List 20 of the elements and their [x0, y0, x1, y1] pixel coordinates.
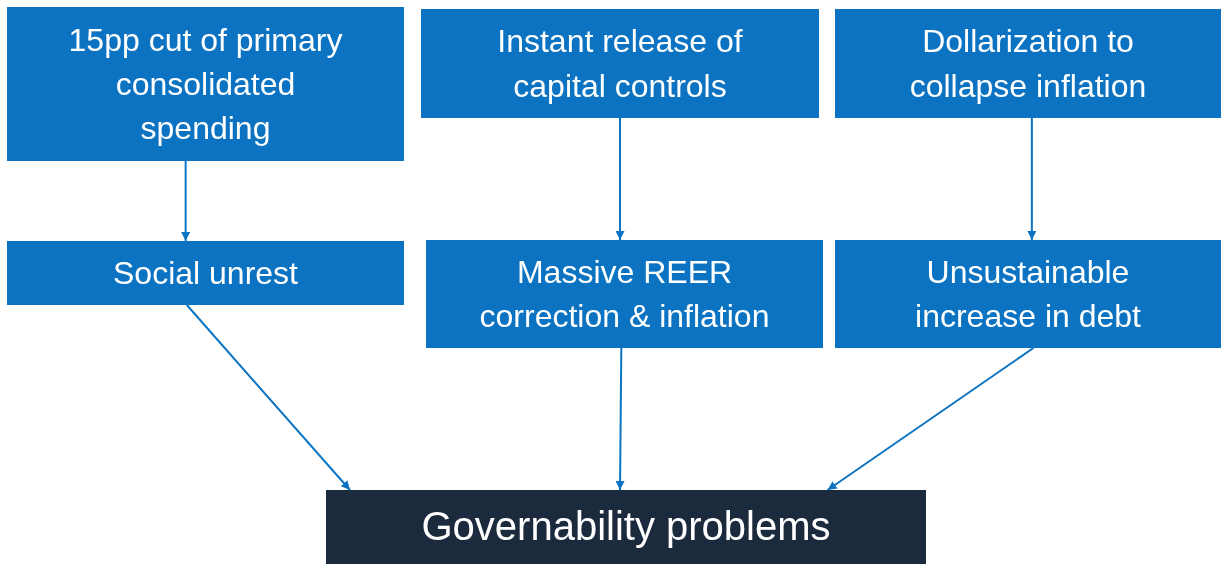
outcome-box [326, 490, 926, 564]
arrow [615, 117, 625, 241]
box-text: Governability problems [421, 503, 831, 551]
arrow [1027, 117, 1037, 241]
arrow [615, 347, 625, 491]
box-text: Dollarization to collapse inflation [908, 22, 1148, 106]
box-text: Unsustainable increase in debt [914, 252, 1142, 336]
box-text: 15pp cut of primary consolidated spending [67, 20, 344, 149]
arrow [826, 347, 1035, 491]
process-box [7, 7, 404, 161]
box-text: Instant release of capital controls [496, 22, 744, 106]
arrow [181, 160, 191, 242]
process-box [7, 241, 404, 305]
arrow [185, 304, 351, 491]
process-box [426, 240, 823, 348]
process-box [835, 9, 1221, 118]
process-box [835, 240, 1221, 348]
process-box [421, 9, 819, 118]
box-text: Social unrest [113, 253, 298, 293]
box-text: Massive REER correction & inflation [478, 252, 771, 336]
